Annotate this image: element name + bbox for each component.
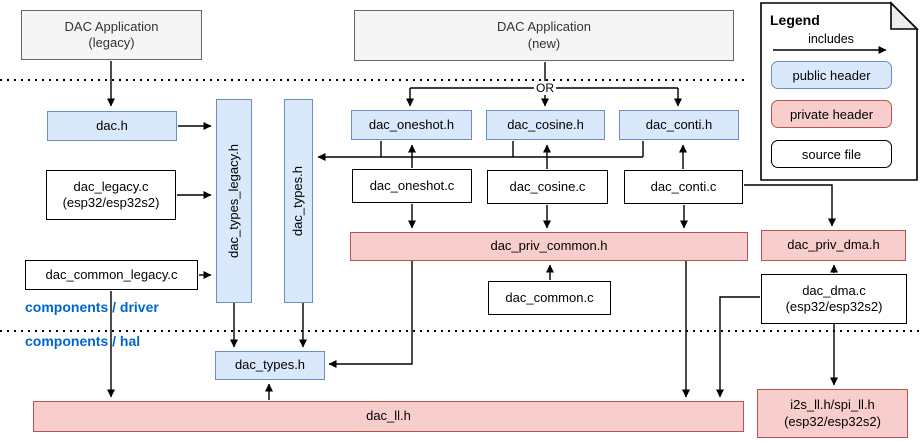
include-arrows [107,61,838,400]
app-new-box: DAC Application (new) [354,10,734,61]
legend-private-header: private header [771,100,892,128]
legend-source-file: source file [771,140,892,168]
layer-label-driver: components / driver [25,299,159,315]
node-dac-oneshot-h: dac_oneshot.h [351,110,472,140]
legend-title: Legend [770,12,820,28]
node-dac-types-h-driver-label: dac_types.h [290,165,306,237]
legend-includes-label: includes [808,32,854,46]
or-label: OR [534,81,556,95]
node-dac-types-h-hal: dac_types.h [215,351,325,380]
node-dac-h: dac.h [47,111,177,141]
legend-note-shape [760,1,919,181]
node-dac-types-legacy-h: dac_types_legacy.h [216,99,252,303]
node-dac-conti-c: dac_conti.c [624,170,743,204]
legend-public-header: public header [771,61,892,89]
node-dac-oneshot-c: dac_oneshot.c [352,169,472,203]
node-i2s-spi-ll-h: i2s_ll.h/spi_ll.h (esp32/esp32s2) [757,389,908,438]
node-dac-dma-c: dac_dma.c (esp32/esp32s2) [761,274,907,324]
node-dac-ll-h: dac_ll.h [33,401,744,432]
node-dac-legacy-c: dac_legacy.c (esp32/esp32s2) [46,170,176,220]
node-dac-priv-common-h: dac_priv_common.h [350,232,748,261]
node-dac-cosine-h: dac_cosine.h [486,110,605,140]
node-dac-types-legacy-h-label: dac_types_legacy.h [225,144,241,258]
node-dac-conti-h: dac_conti.h [619,110,739,140]
node-dac-cosine-c: dac_cosine.c [487,170,608,204]
app-legacy-box: DAC Application (legacy) [21,10,202,60]
node-dac-priv-dma-h: dac_priv_dma.h [761,230,906,261]
node-dac-common-legacy-c: dac_common_legacy.c [25,260,198,290]
layer-label-hal: components / hal [25,333,141,349]
node-dac-common-c: dac_common.c [488,281,611,315]
node-dac-types-h-driver: dac_types.h [284,99,313,303]
